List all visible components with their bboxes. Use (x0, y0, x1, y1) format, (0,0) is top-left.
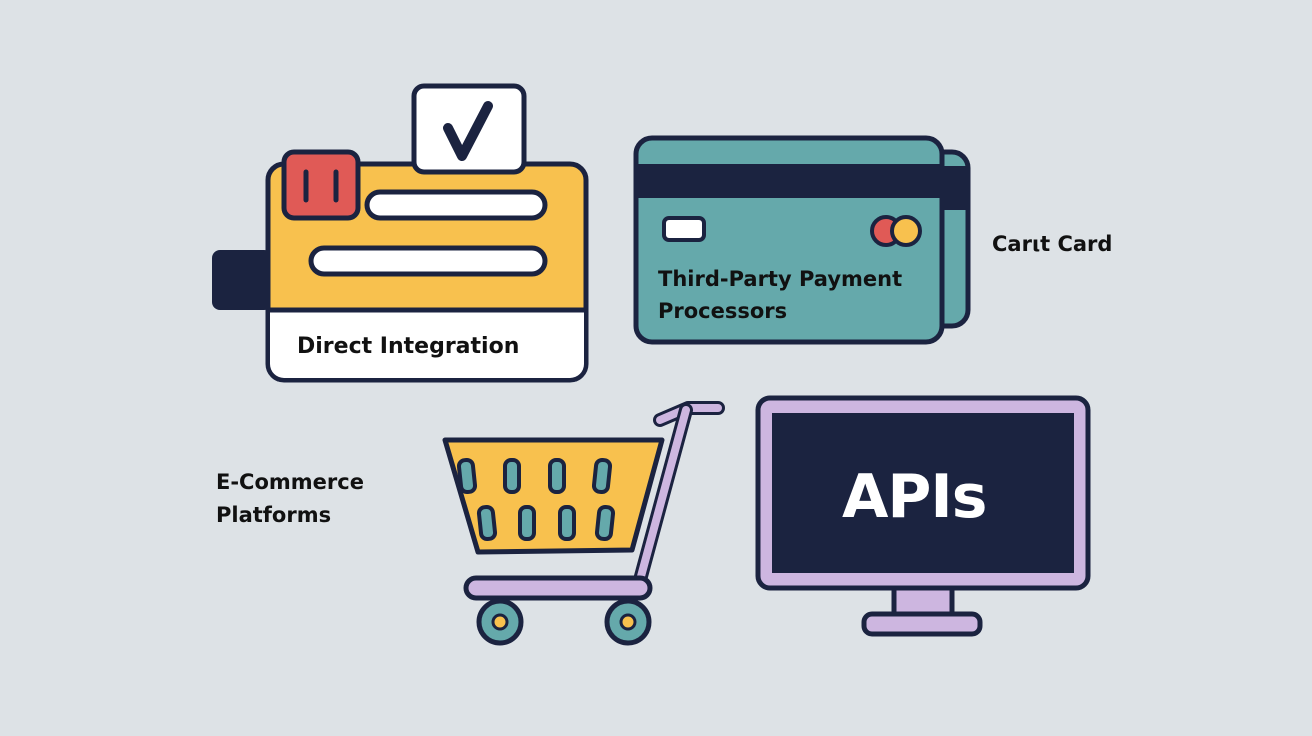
third-party-label-line1: Third-Party Payment (658, 267, 903, 291)
shopping-cart-icon (442, 401, 725, 646)
credit-card-icon (633, 135, 971, 345)
ecommerce-label-line2: Platforms (216, 503, 332, 527)
payment-form-icon (212, 83, 589, 383)
ecommerce-label-line1: E-Commerce (216, 470, 364, 494)
monitor-icon (755, 395, 1091, 637)
third-party-label-line2: Processors (658, 299, 788, 323)
apis-label: APIs (842, 462, 987, 532)
card-label: Carιt Card (992, 232, 1113, 256)
direct-integration-label: Direct Integration (297, 334, 520, 359)
